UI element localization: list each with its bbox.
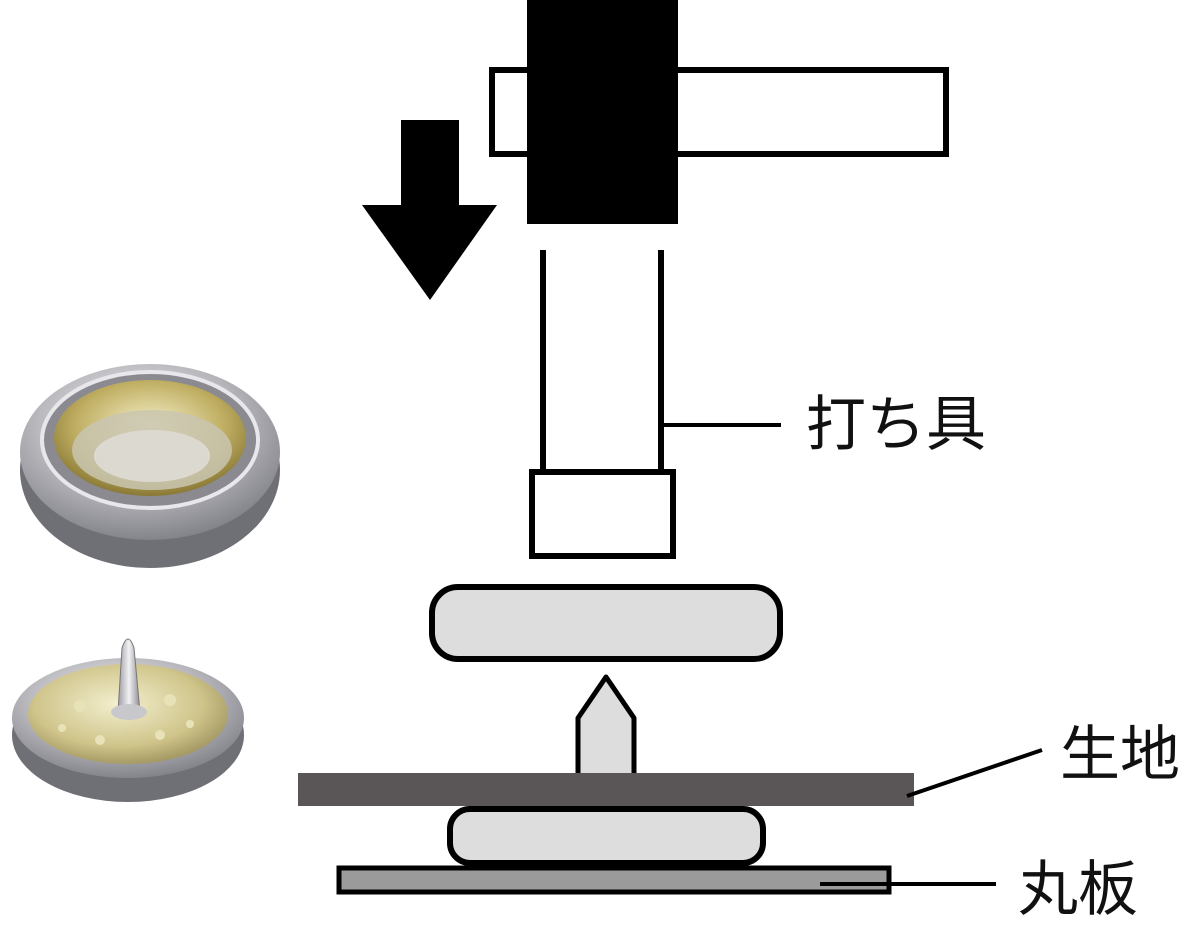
snap-post	[575, 674, 637, 779]
snap-stud-photo	[12, 638, 244, 802]
setting-tool-tip	[529, 469, 676, 559]
round-plate	[336, 865, 892, 895]
down-arrow-icon	[362, 120, 497, 300]
snap-base	[447, 806, 766, 866]
fabric-leader-line	[906, 748, 1043, 798]
hammer-head	[527, 0, 678, 224]
label-round-plate: 丸板	[1018, 855, 1138, 925]
setting-tool	[529, 250, 676, 559]
snap-socket-photo	[20, 364, 280, 568]
label-fabric: 生地	[1060, 720, 1180, 790]
hammer	[489, 0, 949, 224]
fabric-layer	[298, 773, 914, 806]
label-setting-tool: 打ち具	[806, 390, 986, 460]
snap-cap	[429, 584, 783, 662]
